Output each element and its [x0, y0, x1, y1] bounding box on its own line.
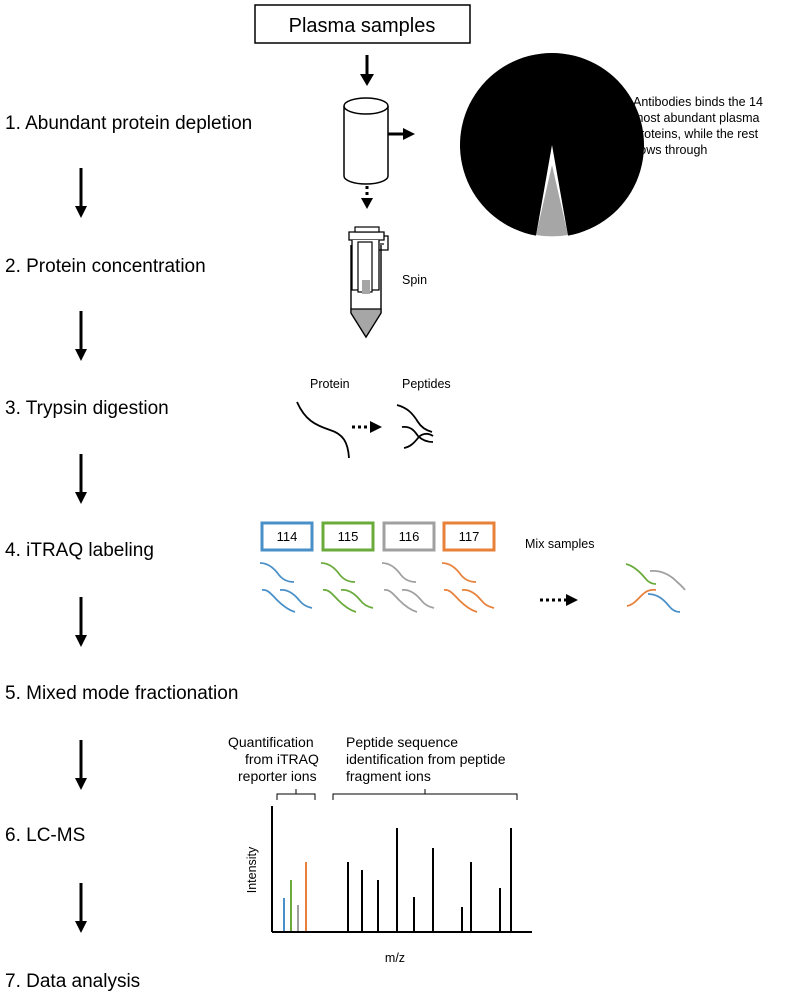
itraq-tag-label: 115	[338, 529, 359, 544]
labeled-peptide-117	[443, 589, 478, 613]
step-arrow	[75, 454, 87, 504]
spin-label: Spin	[402, 273, 427, 287]
depletion-note: Antibodies binds the 14 most abundant pl…	[633, 95, 763, 157]
itraq-tags: 114 115 116 117	[259, 521, 496, 613]
depletion-note-line-1: Antibodies binds the 14	[633, 95, 763, 109]
step-6-label: 6. LC-MS	[5, 825, 85, 846]
mixed-peptides-icon	[625, 563, 686, 613]
protein-strand-icon	[296, 401, 350, 459]
itraq-tag-114: 114	[259, 521, 314, 613]
labeled-peptide-116	[401, 588, 435, 609]
itraq-tag-box	[442, 521, 496, 552]
labeled-peptide-117	[441, 562, 477, 583]
plasma-samples-title: Plasma samples	[289, 15, 436, 37]
mix-samples-label: Mix samples	[525, 537, 594, 551]
spectrum-peaks	[283, 828, 512, 931]
spectrum-axes	[271, 806, 532, 933]
ident-bracket	[332, 789, 518, 800]
labeled-peptide-114	[259, 562, 295, 583]
step-arrow	[75, 883, 87, 933]
step-1-label: 1. Abundant protein depletion	[5, 113, 252, 134]
labeled-peptide-117	[461, 588, 495, 609]
labeled-peptide-116	[381, 562, 417, 583]
step-arrow	[75, 597, 87, 647]
quant-label-3: reporter ions	[238, 768, 317, 784]
itraq-tag-box	[260, 521, 314, 552]
depletion-note-line-3: proteins, while the rest	[633, 127, 759, 141]
depletion-note-line-2: most abundant plasma	[633, 111, 760, 125]
depletion-column-icon	[343, 97, 415, 209]
peptides-label: Peptides	[402, 377, 451, 391]
step-arrow	[75, 740, 87, 790]
intensity-axis-label: Intensity	[245, 846, 259, 893]
dotted-arrow-mix	[540, 594, 578, 606]
itraq-tag-label: 116	[399, 529, 420, 544]
itraq-tag-box	[321, 521, 375, 552]
itraq-tag-label: 114	[277, 529, 298, 544]
labeled-peptide-114	[279, 588, 313, 609]
protein-label: Protein	[310, 377, 350, 391]
step-4-label: 4. iTRAQ labeling	[5, 540, 154, 561]
itraq-tag-box	[382, 521, 436, 552]
arrow-title-down	[360, 55, 374, 86]
ident-label-1: Peptide sequence	[346, 734, 458, 750]
peptides-icon	[396, 404, 434, 449]
depletion-note-line-4: flows through	[633, 143, 707, 157]
labeled-peptide-115	[322, 589, 357, 613]
itraq-tag-115: 115	[320, 521, 375, 613]
labeled-peptide-115	[320, 562, 356, 583]
labeled-peptide-115	[340, 588, 374, 609]
step-3-label: 3. Trypsin digestion	[5, 398, 169, 419]
itraq-tag-117: 117	[441, 521, 496, 613]
dotted-arrow-digestion	[352, 421, 382, 433]
ident-label-2: identification from peptide	[346, 751, 506, 767]
mz-axis-label: m/z	[385, 951, 405, 965]
quant-label-1: Quantification	[228, 734, 314, 750]
quant-label-2: from iTRAQ	[245, 751, 319, 767]
quant-bracket	[276, 789, 316, 800]
step-arrow	[75, 168, 87, 218]
step-arrow	[75, 311, 87, 361]
plasma-samples-box: Plasma samples	[254, 4, 471, 44]
itraq-tag-116: 116	[381, 521, 436, 613]
ident-label-3: fragment ions	[346, 768, 431, 784]
step-2-label: 2. Protein concentration	[5, 256, 206, 277]
step-5-label: 5. Mixed mode fractionation	[5, 683, 238, 704]
depletion-pie-icon	[459, 53, 644, 237]
spin-tube-icon	[348, 226, 389, 339]
itraq-tag-label: 117	[459, 529, 480, 544]
labeled-peptide-116	[383, 589, 418, 613]
labeled-peptide-114	[261, 589, 296, 613]
step-7-label: 7. Data analysis	[5, 971, 140, 992]
